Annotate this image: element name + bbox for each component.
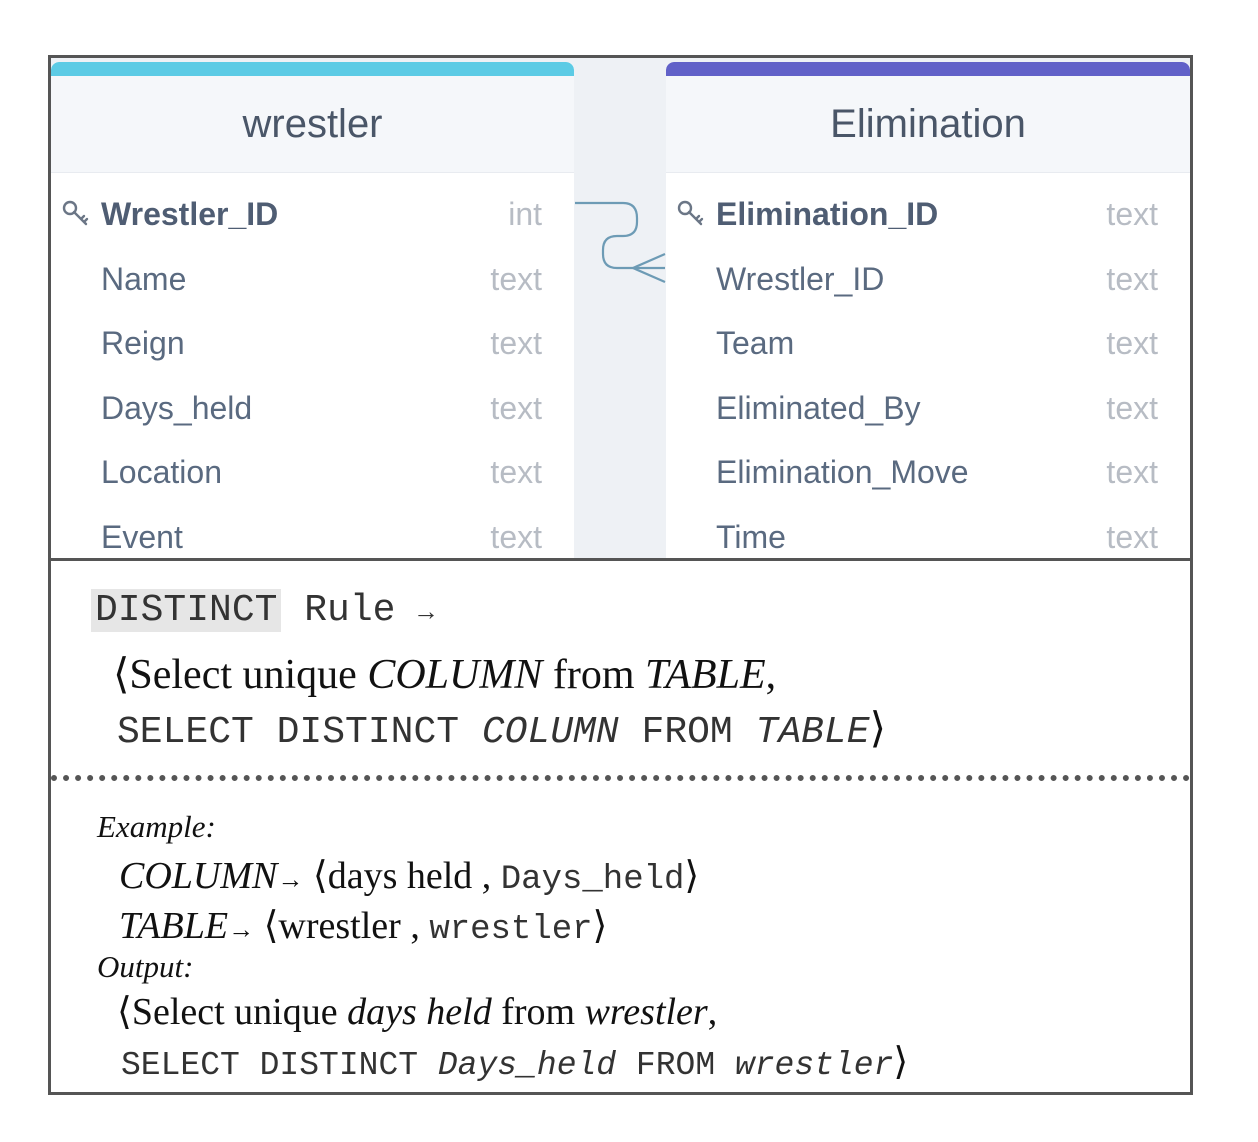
rule-header: DISTINCT Rule → [91, 589, 434, 632]
column-type: text [490, 518, 542, 555]
example-table-line: TABLE→ ⟨wrestler , wrestler⟩ [119, 903, 607, 949]
nl-column-placeholder: COLUMN [367, 652, 543, 698]
column-type: text [1106, 389, 1158, 426]
dotted-divider [51, 775, 1190, 781]
arrow: → [228, 915, 255, 944]
sql-text: SELECT DISTINCT [117, 711, 460, 754]
close-bracket: ⟩ [893, 1041, 909, 1083]
column-sql: Days_held [500, 861, 685, 899]
separator: , [410, 905, 420, 947]
column-row[interactable]: Location text [51, 440, 574, 504]
column-type: text [1106, 454, 1158, 490]
column-row[interactable]: Wrestler_ID text [666, 247, 1190, 311]
column-row[interactable]: Time text [666, 505, 1190, 559]
column-row[interactable]: Eliminated_By text [666, 376, 1190, 440]
column-row[interactable]: Reign text [51, 311, 574, 375]
output-heading: Output: [97, 949, 194, 984]
table-title: wrestler [51, 76, 574, 173]
open-bracket: ⟨ [117, 991, 132, 1033]
column-type: text [490, 454, 542, 490]
foreign-key-connector [575, 201, 666, 284]
column-label: COLUMN [119, 855, 278, 897]
rule-keyword: DISTINCT [91, 589, 282, 632]
sql-column-placeholder: COLUMN [481, 711, 619, 754]
arrow: → [277, 865, 304, 894]
nl-table: wrestler [584, 991, 708, 1033]
table-accent-bar [51, 62, 574, 76]
nl-text: Select unique [131, 991, 338, 1033]
column-name: Days_held [101, 389, 253, 426]
column-type: text [1106, 196, 1158, 232]
column-type: text [1106, 518, 1158, 555]
open-bracket: ⟨ [312, 855, 328, 897]
key-icon [677, 200, 704, 226]
close-bracket: ⟩ [592, 905, 608, 947]
comma: , [707, 991, 718, 1033]
column-name: Name [101, 260, 187, 297]
column-row[interactable]: Days_held text [51, 376, 574, 440]
column-row[interactable]: Name text [51, 247, 574, 311]
column-row[interactable]: Wrestler_ID int [51, 182, 574, 246]
rule-sql-template: SELECT DISTINCT COLUMN FROM TABLE⟩ [117, 703, 886, 754]
column-name: Time [716, 518, 786, 555]
column-type: int [508, 196, 542, 232]
nl-text: from [501, 991, 576, 1033]
column-nl: days held [327, 855, 473, 897]
column-type: text [490, 389, 542, 426]
sql-text: FROM [635, 1047, 716, 1084]
sql-column: Days_held [437, 1047, 617, 1084]
nl-column: days held [347, 991, 492, 1033]
open-bracket: ⟨ [113, 652, 130, 698]
close-bracket: ⟩ [869, 706, 886, 752]
close-bracket: ⟩ [684, 855, 700, 897]
column-type: text [1106, 325, 1158, 361]
column-name: Elimination_Move [716, 454, 969, 490]
sql-text: SELECT DISTINCT [121, 1047, 419, 1084]
column-type: text [490, 325, 542, 361]
column-name: Elimination_ID [716, 196, 939, 232]
table-nl: wrestler [278, 905, 401, 947]
column-name: Wrestler_ID [101, 196, 279, 232]
sql-table: wrestler [734, 1047, 894, 1084]
example-heading: Example: [97, 809, 216, 844]
table-sql: wrestler [429, 911, 593, 949]
table-accent-bar [666, 62, 1190, 76]
comma: , [765, 652, 777, 698]
sql-table-placeholder: TABLE [755, 711, 870, 754]
table-title: Elimination [666, 76, 1190, 173]
column-row[interactable]: Team text [666, 311, 1190, 375]
column-row[interactable]: Elimination_ID text [666, 182, 1190, 246]
separator: , [481, 855, 492, 897]
column-name: Eliminated_By [716, 389, 921, 426]
output-nl-line: ⟨Select unique days held from wrestler, [117, 989, 717, 1034]
column-type: text [490, 260, 542, 297]
rule-label: Rule [304, 589, 396, 632]
column-row[interactable]: Event text [51, 505, 574, 559]
column-name: Event [101, 518, 183, 555]
sql-text: FROM [641, 711, 733, 754]
column-name: Location [101, 454, 222, 490]
nl-table-placeholder: TABLE [645, 652, 766, 698]
column-name: Team [716, 325, 795, 361]
column-name: Reign [101, 325, 185, 361]
example-column-line: COLUMN→ ⟨days held , Days_held⟩ [119, 853, 699, 899]
output-sql-line: SELECT DISTINCT Days_held FROM wrestler⟩ [121, 1039, 908, 1084]
rule-arrow: → [418, 598, 434, 628]
nl-text: Select unique [129, 652, 357, 698]
open-bracket: ⟨ [263, 905, 279, 947]
rule-nl-template: ⟨Select unique COLUMN from TABLE, [113, 649, 776, 699]
nl-text: from [552, 652, 635, 698]
column-row[interactable]: Elimination_Move text [666, 440, 1190, 504]
key-icon [62, 200, 89, 226]
table-label: TABLE [119, 905, 229, 947]
column-name: Wrestler_ID [716, 260, 885, 297]
column-type: text [1106, 260, 1158, 297]
